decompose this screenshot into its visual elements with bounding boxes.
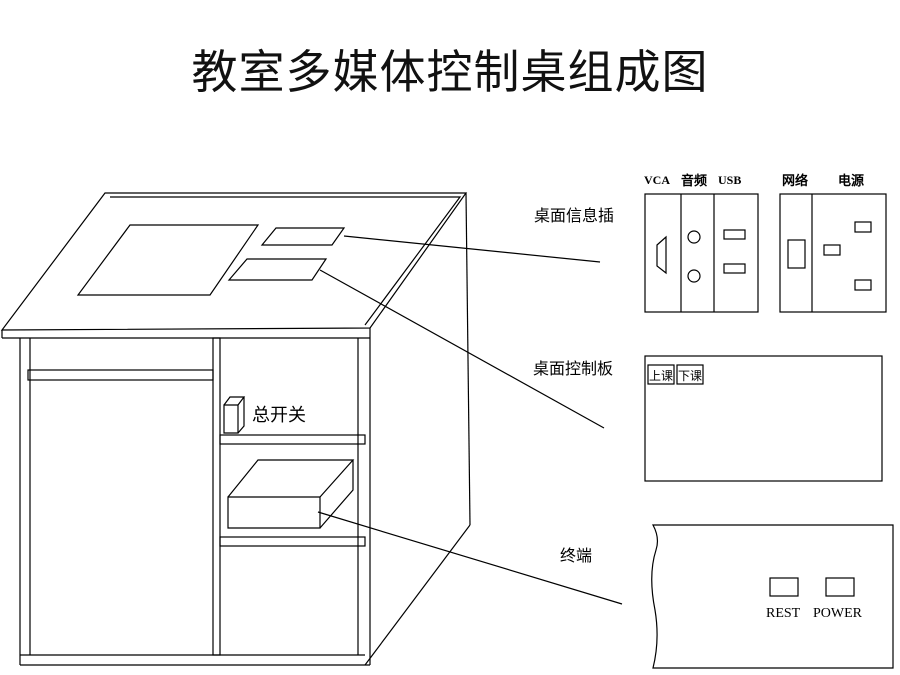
class-end-label: 下课	[678, 369, 702, 383]
power-socket-label: 电源	[838, 173, 864, 189]
info-socket-panel	[644, 193, 887, 313]
rest-button	[769, 577, 799, 597]
desk-top-rim	[110, 196, 462, 326]
terminal-front-plate	[651, 524, 894, 669]
control-panel: 上课 下课	[644, 355, 883, 482]
power-button-label: POWER	[813, 606, 863, 621]
desk-top-surface	[0, 192, 468, 331]
main-switch-box	[223, 404, 239, 434]
usb-port-icon	[723, 229, 746, 240]
audio-jack-icon	[687, 269, 701, 283]
vca-port-icon	[656, 235, 667, 275]
desk-screen-window	[76, 224, 260, 296]
usb-label: USB	[718, 173, 741, 187]
desk-right-shelf-upper	[219, 434, 366, 445]
desk-control-panel-slot	[227, 258, 328, 281]
network-port-icon	[787, 239, 806, 269]
leader-control-panel	[319, 269, 605, 429]
main-switch-box-top	[223, 396, 246, 406]
power-outlet-slot-icon	[823, 244, 841, 256]
vca-label: VCA	[644, 173, 670, 187]
leader-terminal	[317, 511, 623, 605]
power-outlet-slot-icon	[854, 279, 872, 291]
net-power-plate	[779, 193, 887, 313]
class-end-button	[676, 364, 704, 385]
usb-port-icon	[723, 263, 746, 274]
desk-middle-divider	[212, 337, 221, 656]
main-switch-box-side	[237, 397, 245, 434]
desk-control-panel-label: 桌面控制板	[533, 359, 613, 378]
terminal-panel: REST POWER	[651, 524, 894, 669]
class-start-button	[647, 364, 675, 385]
power-button	[825, 577, 855, 597]
terminal-label: 终端	[560, 546, 592, 565]
class-start-label: 上课	[649, 369, 673, 383]
desk-side-back	[465, 192, 471, 526]
desk-right-shelf-lower	[219, 536, 366, 547]
terminal-box-top	[227, 459, 355, 498]
rest-label: REST	[766, 606, 801, 621]
desk-info-socket-label: 桌面信息插	[534, 206, 614, 225]
control-panel-board	[644, 355, 883, 482]
audio-label: 音频	[681, 173, 707, 189]
av-plate	[644, 193, 759, 313]
page-title: 教室多媒体控制桌组成图	[191, 45, 709, 99]
desk-side-bottom	[364, 524, 471, 666]
terminal-box	[227, 496, 321, 529]
main-switch-label: 总开关	[252, 405, 306, 426]
leader-info-socket	[343, 235, 601, 263]
desk-info-socket-slot	[260, 227, 346, 246]
power-outlet-slot-icon	[854, 221, 872, 233]
network-label: 网络	[782, 173, 808, 189]
audio-jack-icon	[687, 230, 701, 244]
desk-left-shelf	[27, 369, 214, 381]
desk	[0, 192, 471, 666]
